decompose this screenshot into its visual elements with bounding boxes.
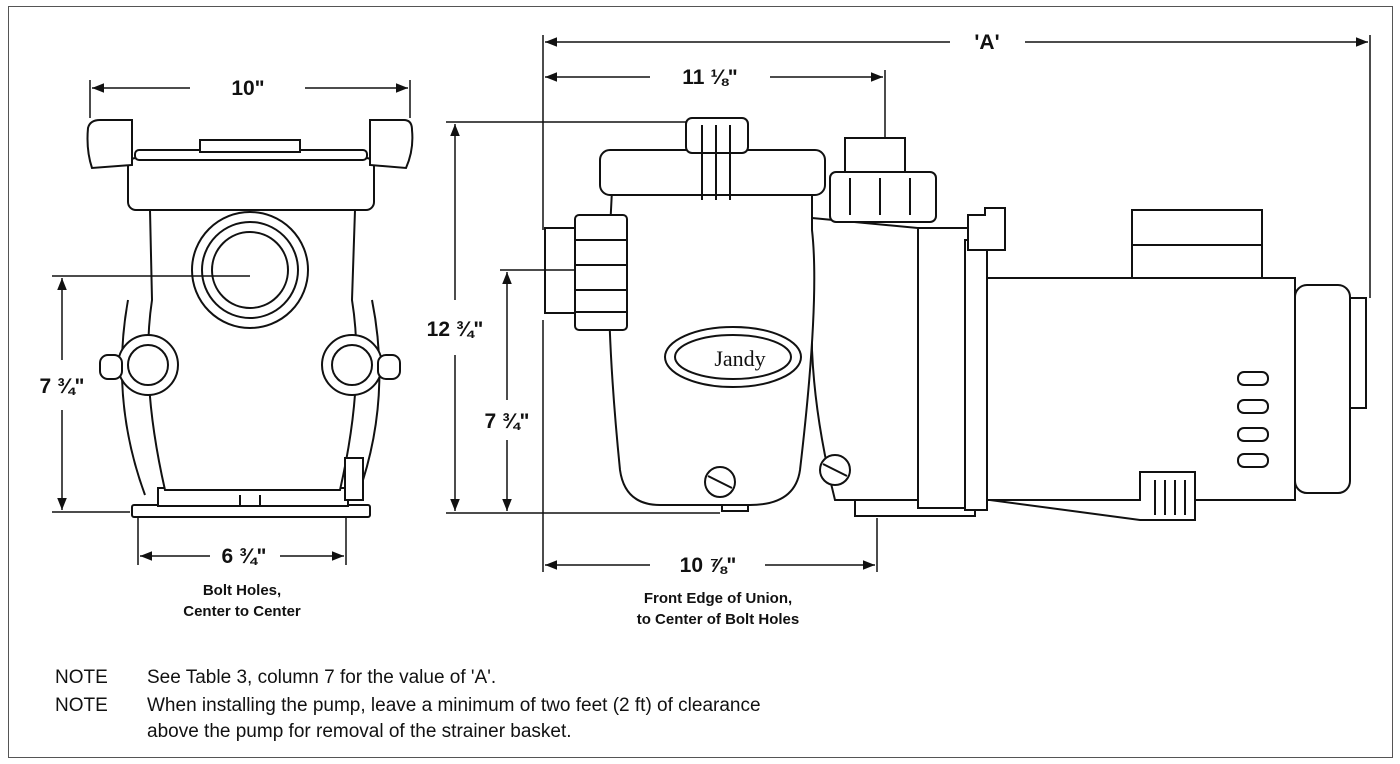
side-inlet-height-dimension bbox=[500, 269, 575, 511]
front-edge-caption-1: Front Edge of Union, bbox=[644, 590, 792, 607]
front-height-label: 7 ¾" bbox=[40, 375, 85, 398]
side-inlet-height-label: 7 ¾" bbox=[485, 410, 530, 433]
front-view bbox=[86, 119, 414, 518]
union-to-center-dimension bbox=[545, 70, 886, 138]
note-1-tag: NOTE bbox=[55, 667, 108, 688]
side-total-height-dimension bbox=[446, 121, 720, 514]
front-width-label: 10" bbox=[231, 77, 264, 100]
note-2: NOTE When installing the pump, leave a mi… bbox=[55, 693, 761, 745]
front-edge-caption-2: to Center of Bolt Holes bbox=[637, 611, 800, 628]
overall-length-dimension bbox=[542, 35, 1371, 298]
brand-label: Jandy bbox=[714, 346, 765, 371]
overall-length-label: 'A' bbox=[974, 31, 999, 54]
side-total-height-label: 12 ¾" bbox=[427, 318, 484, 341]
front-height-dimension bbox=[52, 275, 250, 513]
front-width-dimension bbox=[89, 80, 411, 118]
drawing-frame bbox=[8, 6, 1393, 758]
bolt-spacing-dimension bbox=[137, 518, 347, 565]
bolt-holes-caption-1: Bolt Holes, bbox=[203, 582, 281, 599]
union-to-bolts-dimension bbox=[542, 320, 878, 572]
note-1: NOTE See Table 3, column 7 for the value … bbox=[55, 665, 496, 691]
union-to-center-label: 11 ⅛" bbox=[682, 66, 738, 89]
note-2-text-continued: above the pump for removal of the strain… bbox=[147, 721, 572, 742]
bolt-holes-caption-2: Center to Center bbox=[183, 603, 301, 620]
side-view bbox=[544, 117, 1367, 521]
note-2-text: When installing the pump, leave a minimu… bbox=[147, 695, 761, 716]
note-1-text: See Table 3, column 7 for the value of '… bbox=[147, 667, 497, 688]
union-to-bolts-label: 10 ⅞" bbox=[680, 554, 737, 577]
bolt-spacing-label: 6 ¾" bbox=[222, 545, 267, 568]
note-2-tag: NOTE bbox=[55, 695, 108, 716]
